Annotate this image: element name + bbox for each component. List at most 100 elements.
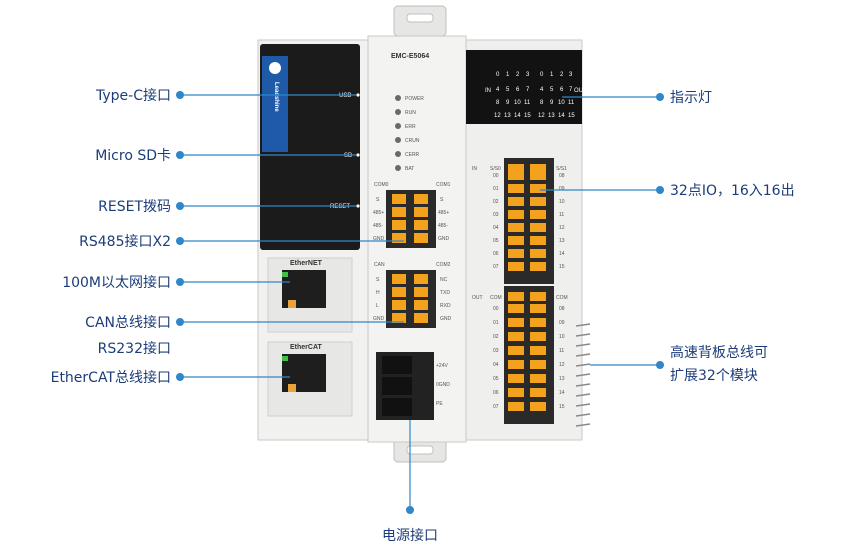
io-terminal-tab: [508, 236, 524, 245]
svg-text:9: 9: [550, 100, 554, 106]
label-reset-dip: RESET拨码: [98, 199, 171, 215]
io-out-label: OUT: [472, 295, 483, 301]
power-pin-pe: PE: [436, 401, 443, 407]
can-pin-l: L: [376, 303, 379, 309]
io-out-left-pin: 04: [493, 362, 499, 368]
io-terminal-tab: [508, 164, 524, 173]
label-rs485: RS485接口X2: [79, 233, 171, 250]
can-label: CAN: [374, 262, 385, 268]
io-terminal-tab: [530, 374, 546, 383]
io-terminal-tab: [508, 262, 524, 271]
com0-pin-gnd: GND: [373, 236, 385, 242]
ethernet-label: EtherNET: [290, 260, 323, 267]
io-terminal-tab: [530, 197, 546, 206]
led-bat: BAT: [405, 166, 414, 172]
callout-lines: [180, 94, 660, 510]
svg-text:6: 6: [560, 87, 564, 93]
io-out-right-pin: 12: [559, 362, 565, 368]
io-terminal-tab: [508, 318, 524, 327]
indicator-out-label: OUT: [574, 88, 587, 94]
io-out-right-pin: 08: [559, 306, 565, 312]
io-in-left-pin: 01: [493, 186, 499, 192]
rs485-terminal-block: [386, 190, 436, 248]
io-terminal-tab: [508, 210, 524, 219]
io-out-right-pin: 11: [559, 348, 564, 354]
svg-text:12: 12: [494, 113, 501, 119]
io-terminal-tab: [508, 360, 524, 369]
svg-text:15: 15: [524, 113, 531, 119]
io-ss0-label: S/S0: [490, 166, 501, 172]
io-terminal-tab: [508, 223, 524, 232]
io-out-right-pin: 09: [559, 320, 565, 326]
io-terminal-tab: [530, 223, 546, 232]
label-rs232: RS232接口: [98, 340, 171, 357]
label-ethercat: EtherCAT总线接口: [51, 369, 171, 386]
io-in-right-pin: 09: [559, 186, 565, 192]
can-terminal-block: [386, 270, 436, 328]
label-ethernet: 100M以太网接口: [62, 274, 171, 291]
label-micro-sd: Micro SD卡: [95, 148, 171, 164]
io-out-left-pin: 02: [493, 334, 499, 340]
io-in-left-pin: 00: [493, 173, 499, 179]
label-indicator: 指示灯: [670, 90, 712, 106]
power-pin-0gnd: 0GND: [436, 382, 450, 388]
io-terminal-tab: [508, 171, 524, 180]
indicator-in-label: IN: [485, 88, 491, 94]
com0-pin-s: S: [376, 197, 380, 203]
svg-text:15: 15: [568, 113, 575, 119]
io-terminal-tab: [530, 346, 546, 355]
svg-text:3: 3: [569, 72, 573, 78]
io-out-left-pin: 01: [493, 320, 499, 326]
io-terminal-tab: [508, 249, 524, 258]
io-terminal-tab: [530, 318, 546, 327]
com2-pin-gnd: GND: [440, 316, 452, 322]
brand-text: Leadshine: [273, 82, 279, 112]
io-in-right-pin: 13: [559, 238, 565, 244]
svg-text:4: 4: [496, 87, 500, 93]
power-pin-24v: +24V: [436, 363, 448, 369]
io-out-left-pin: 03: [493, 348, 499, 354]
svg-text:2: 2: [560, 72, 564, 78]
reset-label: RESET: [330, 204, 350, 210]
com0-pin-485p: 485+: [373, 210, 384, 216]
label-type-c: Type-C接口: [95, 87, 171, 104]
svg-text:5: 5: [506, 87, 510, 93]
com1-pin-gnd: GND: [438, 236, 450, 242]
io-in-right-pin: 10: [559, 199, 565, 205]
io-terminal-tab: [508, 402, 524, 411]
callout-labels: Type-C接口 Micro SD卡 RESET拨码 RS485接口X2 100…: [51, 87, 795, 544]
io-out-left-pin: 06: [493, 390, 499, 396]
io-terminal-tab: [530, 304, 546, 313]
can-pin-h: H: [376, 290, 380, 296]
io-in-left-pin: 07: [493, 264, 499, 270]
io-out-right-pin: 14: [559, 390, 565, 396]
io-terminal-tab: [530, 388, 546, 397]
io-terminal-tab: [508, 184, 524, 193]
svg-text:11: 11: [568, 100, 575, 106]
com1-pin-s: S: [440, 197, 444, 203]
indicator-panel: [466, 50, 582, 124]
io-out-right-pin: 13: [559, 376, 565, 382]
io-out-right-pin: 10: [559, 334, 565, 340]
led-group: POWER RUN ERR CRUN CERR BAT: [395, 95, 424, 172]
io-out-left-pin: 00: [493, 306, 499, 312]
label-io32: 32点IO，16入16出: [670, 183, 795, 199]
svg-text:1: 1: [550, 72, 554, 78]
svg-text:10: 10: [558, 100, 565, 106]
callout-dots: [176, 91, 664, 514]
io-in-left-pin: 03: [493, 212, 499, 218]
com1-label: COM1: [436, 182, 451, 188]
io-in-left-pin: 02: [493, 199, 499, 205]
io-ss1-label: S/S1: [556, 166, 567, 172]
ethercat-label: EtherCAT: [290, 344, 322, 351]
io-terminal-tab: [508, 197, 524, 206]
com0-pin-485n: 485-: [373, 223, 383, 229]
io-com-right-label: COM: [556, 295, 568, 301]
com2-pin-rxd: RXD: [440, 303, 451, 309]
io-in-right-pin: 14: [559, 251, 565, 257]
io-in-label: IN: [472, 166, 477, 172]
svg-text:13: 13: [504, 113, 511, 119]
svg-text:1: 1: [506, 72, 510, 78]
